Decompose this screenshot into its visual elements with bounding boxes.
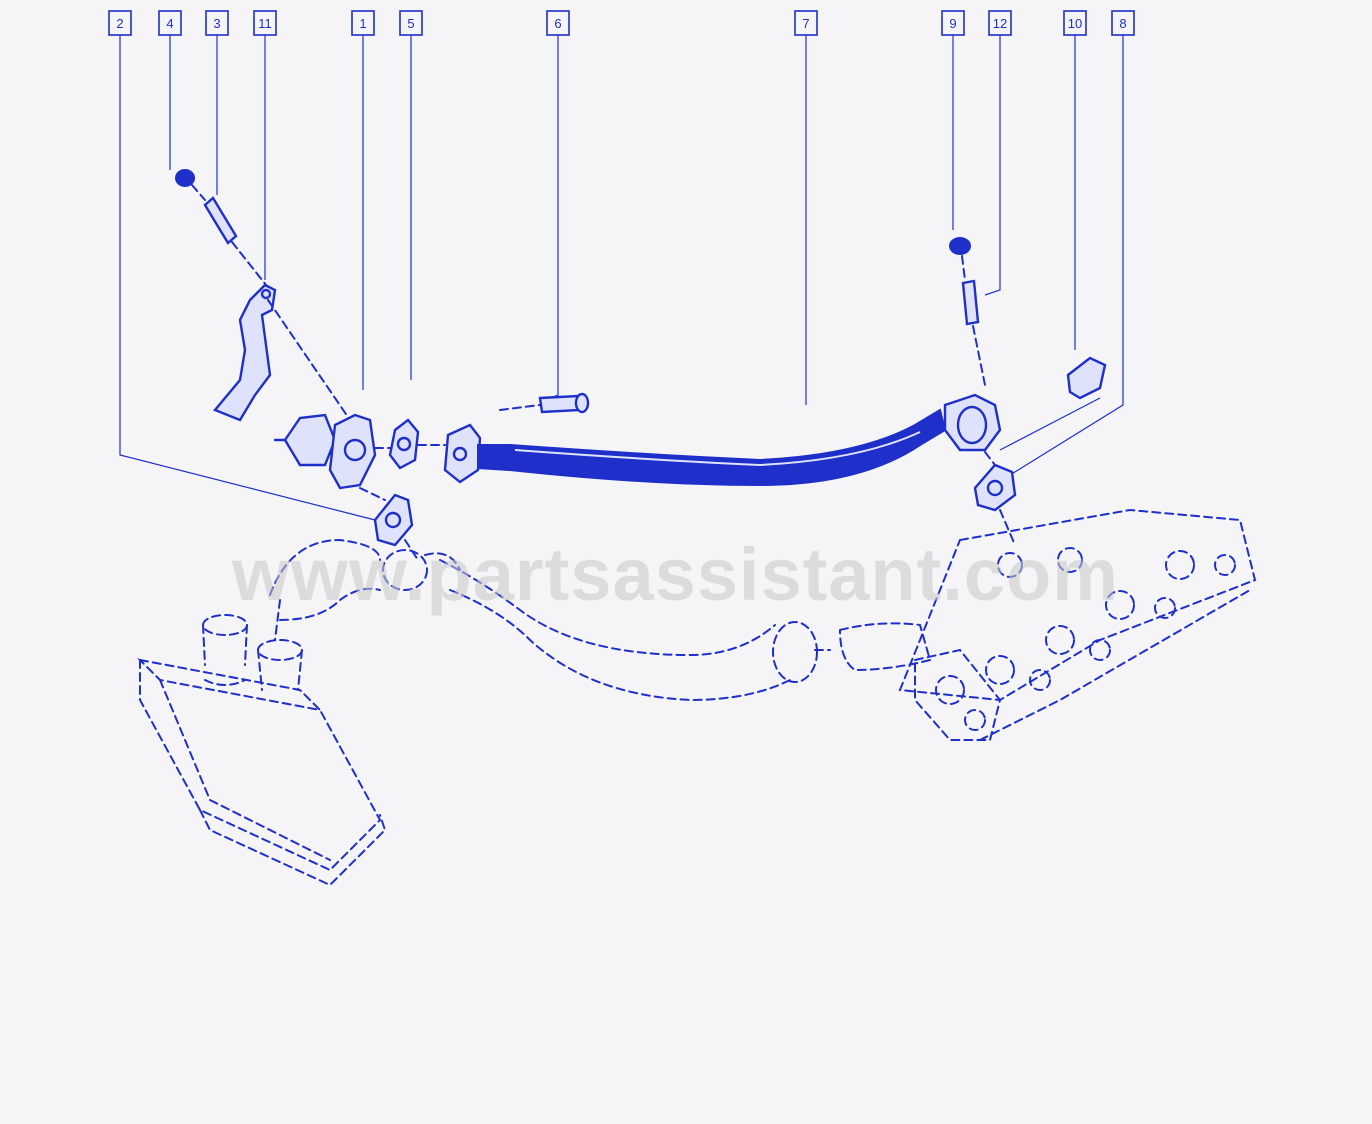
part-10-plug — [1066, 356, 1107, 400]
callout-9: 9 — [941, 10, 965, 36]
callout-box — [158, 10, 182, 36]
callout-label: 7 — [802, 16, 809, 31]
part-2-gasket — [373, 493, 414, 547]
callout-box — [205, 10, 229, 36]
callout-10: 10 — [1063, 10, 1087, 36]
callout-1: 1 — [351, 10, 375, 36]
callout-label: 6 — [554, 16, 561, 31]
callout-label: 5 — [407, 16, 414, 31]
callout-box — [1063, 10, 1087, 36]
callout-label: 8 — [1119, 16, 1126, 31]
ghost-engine-head — [898, 508, 1257, 741]
part-9-nut — [949, 237, 971, 255]
part-11-bracket — [213, 283, 277, 422]
part-7-pipe — [443, 393, 1002, 487]
callout-8: 8 — [1111, 10, 1135, 36]
ghost-heater-core — [137, 614, 387, 887]
watermark-text: www.partsassistant.com — [231, 533, 1119, 616]
part-8-gasket — [973, 463, 1017, 512]
ghost-hose-left — [269, 538, 461, 641]
callout-label: 4 — [166, 16, 173, 31]
callout-box — [108, 10, 132, 36]
callout-7: 7 — [794, 10, 818, 36]
callout-label: 9 — [949, 16, 956, 31]
callout-label: 2 — [116, 16, 123, 31]
callout-3: 3 — [205, 10, 229, 36]
callout-box — [794, 10, 818, 36]
callout-label: 10 — [1068, 16, 1082, 31]
part-5-gasket — [388, 418, 420, 470]
callout-box — [253, 10, 277, 36]
callout-5: 5 — [399, 10, 423, 36]
callout-label: 3 — [213, 16, 220, 31]
callout-4: 4 — [158, 10, 182, 36]
callout-label: 1 — [359, 16, 366, 31]
callout-11: 11 — [253, 10, 277, 36]
callout-12: 12 — [988, 10, 1012, 36]
leader-lines — [119, 35, 1124, 521]
callout-6: 6 — [546, 10, 570, 36]
callout-box — [546, 10, 570, 36]
part-6-bolt — [538, 392, 590, 414]
part-4-nut — [175, 169, 195, 187]
callout-box — [941, 10, 965, 36]
ghost-hose-main — [439, 559, 932, 702]
part-1-thermostat-housing — [273, 413, 377, 490]
part-12-stud — [961, 279, 980, 326]
callout-label: 11 — [258, 16, 272, 31]
callout-2: 2 — [108, 10, 132, 36]
callout-box — [988, 10, 1012, 36]
callout-box — [399, 10, 423, 36]
callout-box — [351, 10, 375, 36]
callout-label: 12 — [993, 16, 1007, 31]
part-3-stud — [203, 196, 238, 245]
callout-box — [1111, 10, 1135, 36]
